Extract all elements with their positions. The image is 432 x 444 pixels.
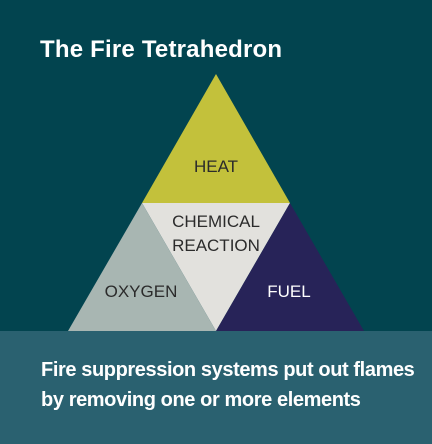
reaction-label: REACTION — [172, 236, 260, 255]
oxygen-triangle — [68, 203, 216, 331]
caption-banner — [0, 331, 432, 444]
page-title: The Fire Tetrahedron — [40, 36, 283, 63]
oxygen-label: OXYGEN — [105, 282, 178, 301]
caption-text: Fire suppression systems put out flames … — [41, 359, 415, 411]
fuel-label: FUEL — [267, 282, 310, 301]
chemical-reaction-triangle — [142, 203, 290, 331]
heat-triangle — [142, 74, 290, 203]
fuel-triangle — [216, 203, 364, 331]
chemical-label: CHEMICAL — [172, 212, 260, 231]
heat-label: HEAT — [194, 157, 238, 176]
